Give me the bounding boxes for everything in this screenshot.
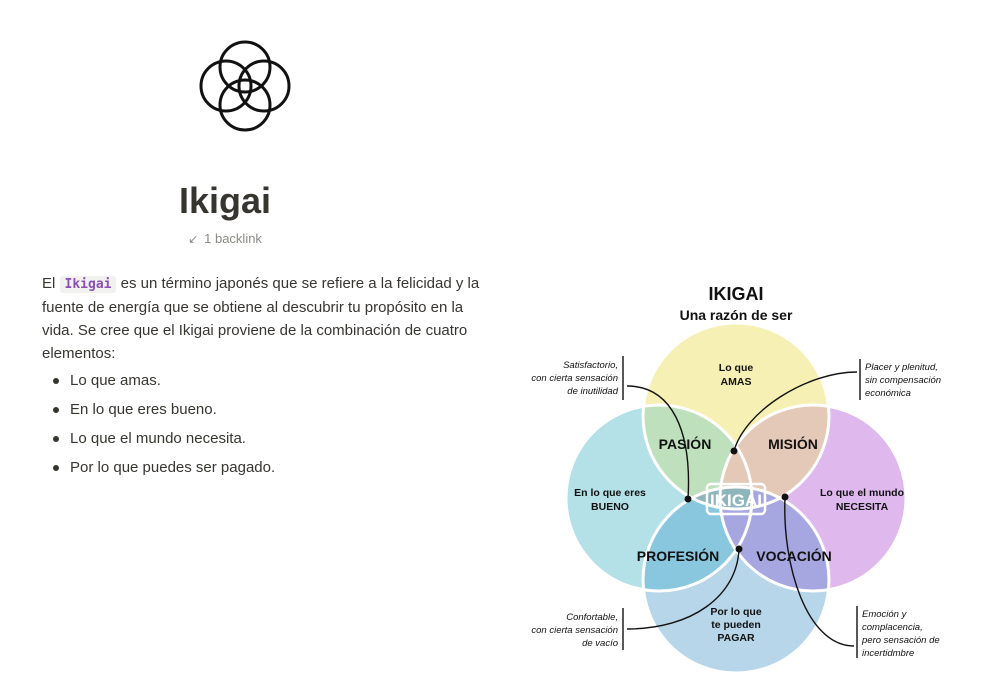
connector-dot [735,545,743,553]
label-necesita-2: NECESITA [836,501,889,513]
label-center: IKIGAI [710,491,762,510]
page-icon [199,40,291,132]
note-top-right-1: Placer y plenitud, [865,362,938,373]
backlinks-label: 1 backlink [204,231,262,246]
note-bottom-left-2: con cierta sensación [531,625,618,636]
ikigai-center-box [705,482,767,516]
bullet-list: Lo que amas. En lo que eres bueno. Lo qu… [42,366,442,482]
diagram-subtitle: Una razón de ser [680,307,793,323]
backlink-arrow-icon: ↙ [188,232,199,246]
label-pagar-2: te pueden [711,619,761,631]
label-necesita-1: Lo que el mundo [820,487,904,499]
intro-paragraph: El Ikigai es un término japonés que se r… [42,272,482,365]
connector-bottom-left [626,548,740,630]
intro-text-after: es un término japonés que se refiere a l… [42,275,480,362]
intro-text-before: El [42,275,60,292]
connector-bottom-right [784,496,855,647]
note-bottom-right-3: pero sensación de [861,635,940,646]
connector-dot [781,493,789,501]
ikigai-diagram-image: IKIGAI Una razón de ser Lo que AMAS En l… [517,266,955,686]
connector-dot [730,447,738,455]
bullet-item: Por lo que puedes ser pagado. [42,453,442,482]
note-top-left-2: con cierta sensación [531,373,618,384]
bullet-item: Lo que amas. [42,366,442,395]
label-bueno-1: En lo que eres [574,487,646,499]
bullet-item: Lo que el mundo necesita. [42,424,442,453]
connector-dot [684,495,692,503]
label-pagar-3: PAGAR [717,632,755,644]
connector-top-left [626,385,690,500]
label-pagar-1: Por lo que [710,606,761,618]
label-bueno-2: BUENO [591,501,629,513]
diagram-title: IKIGAI [708,284,763,304]
note-top-right-2: sin compensación [865,375,941,386]
note-top-left-3: de inutilidad [567,386,618,397]
note-bottom-left-3: de vacío [582,638,618,649]
note-top-left-1: Satisfactorio, [563,360,618,371]
bullet-item: En lo que eres bueno. [42,395,442,424]
label-mision: MISIÓN [768,435,818,452]
note-top-right-3: económica [865,388,911,399]
note-bottom-left-1: Confortable, [566,612,618,623]
label-amas-1: Lo que [719,362,754,374]
note-bottom-right-1: Emoción y [862,609,908,620]
note-bottom-right-2: complacencia, [862,622,923,633]
backlinks-link[interactable]: ↙ 1 backlink [0,231,450,246]
connector-top-right [733,371,858,452]
label-amas-2: AMAS [721,376,752,388]
inline-code-ikigai: Ikigai [59,276,117,293]
note-bottom-right-4: incertidmbre [862,648,914,659]
label-profesion: PROFESIÓN [637,547,719,564]
label-vocacion: VOCACIÓN [756,547,831,564]
page-title: Ikigai [178,180,272,221]
